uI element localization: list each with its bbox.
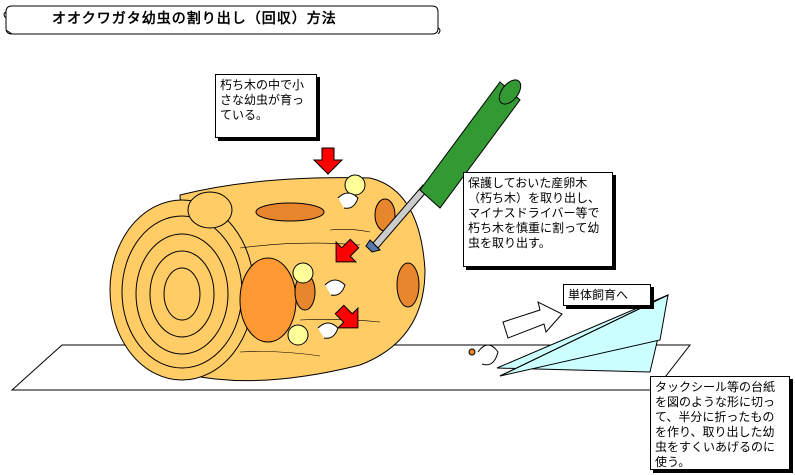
label-individual-rearing-text: 単体飼育へ xyxy=(568,288,629,302)
label-rotten-wood-text: 朽ち木の中で小さな幼虫が育っている。 xyxy=(220,78,305,122)
red-arrows xyxy=(312,147,360,329)
label-rotten-wood: 朽ち木の中で小さな幼虫が育っている。 xyxy=(215,74,317,138)
screwdriver xyxy=(365,79,522,253)
label-paper-tool: タックシール等の台紙を図のような形に切って、半分に折ったものを作り、取り出した幼… xyxy=(650,376,790,470)
label-paper-tool-text: タックシール等の台紙を図のような形に切って、半分に折ったものを作り、取り出した幼… xyxy=(655,380,776,469)
larvae xyxy=(287,174,499,366)
label-procedure-text: 保護しておいた産卵木（朽ち木）を取り出し、マイナスドライバー等で朽ち木を慎重に割… xyxy=(468,176,601,250)
label-procedure: 保護しておいた産卵木（朽ち木）を取り出し、マイナスドライバー等で朽ち木を慎重に割… xyxy=(463,172,613,267)
paper-scoop xyxy=(496,294,669,377)
direction-arrow xyxy=(502,301,563,339)
title-banner xyxy=(3,5,441,35)
label-individual-rearing: 単体飼育へ xyxy=(563,284,651,306)
page-title: オオクワガタ幼虫の割り出し（回収）方法 xyxy=(52,11,337,27)
rotten-log xyxy=(109,177,426,382)
